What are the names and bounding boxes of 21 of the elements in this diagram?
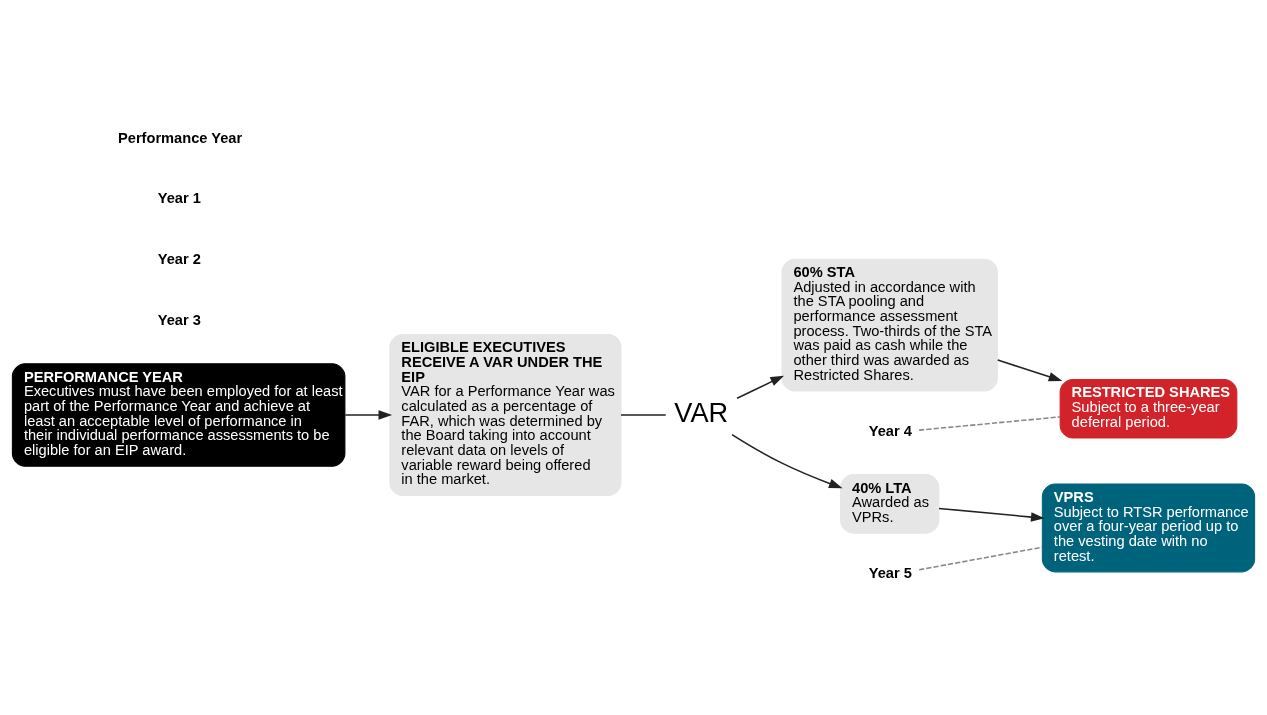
node-box: ELIGIBLE EXECUTIVES RECEIVE A VAR UNDER THE EIP VAR for a Performance Year was calculated as a percentage of FAR, which was determined by the Board taking into account relevant data on levels of variable reward being offered in the market. [389,333,622,497]
node-box: 40% LTA Awarded as VPRs. [840,474,940,534]
node-text: VAR [674,396,729,428]
arrow [938,507,1045,522]
connector [918,546,1043,571]
node-box: 60% STA Adjusted in accordance with the STA pooling and performance assessment process. Two-thirds of the STA was paid as cash while the other third was awarded as Restricted Shares. [781,258,998,392]
node-text: Year 4 [868,422,912,439]
node-text: Year 5 [868,564,912,581]
arrow [736,375,785,400]
node-box: VPRS Subject to RTSR performance over a four-year period up to the vesting date with no retest. [1041,483,1256,573]
label: Performance Year [117,129,243,146]
node-box: PERFORMANCE YEAR Executives must have been employed for at least part of the Performance Year and achieve at least an acceptable level of performance in their individual performance assessments to be eligible for an EIP award. [11,363,346,467]
arrow [731,433,843,489]
label: Year 2 [157,251,201,268]
arrow [996,359,1063,382]
label: Year 3 [157,311,201,328]
connector [918,416,1061,431]
arrow [344,410,393,420]
connector [620,414,667,416]
label: Year 1 [157,190,201,207]
node-box: RESTRICTED SHARES Subject to a three-year deferral period. [1059,378,1238,439]
